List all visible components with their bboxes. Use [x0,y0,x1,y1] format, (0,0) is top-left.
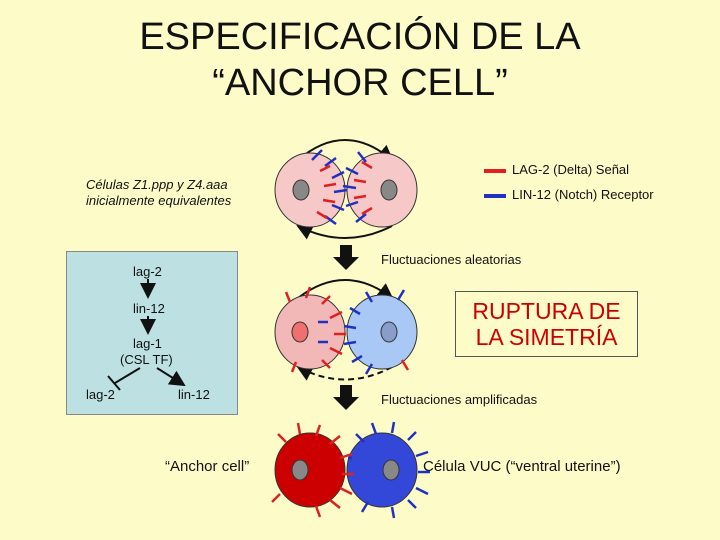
receptors [348,421,430,519]
signals-right [400,359,410,371]
pathway-arrows [107,279,186,391]
nucleus [380,179,398,201]
initial-label-line-1: Células Z1.ppp y Z4.aaa [86,177,228,192]
block-arrows [333,245,359,410]
anchor-cell-label: “Anchor cell” [165,458,250,475]
down-arrow-2 [333,385,359,410]
title-line-1: ESPECIFICACIÓN DE LA [139,16,581,58]
initial-label-line-2: inicialmente equivalentes [86,193,232,208]
nucleus [292,179,310,201]
vuc-cell [346,432,418,508]
signals [284,286,346,373]
receptor-legend-line [484,194,506,198]
signals [316,160,373,220]
anchor-cell [274,432,346,508]
pathway-lin12: lin-12 [133,301,165,316]
amplified-fluctuations-label: Fluctuaciones amplificadas [381,392,538,407]
rupture-line-1: RUPTURA DE [472,298,621,324]
rupture-line-2: LA SIMETRÍA [475,324,618,350]
nucleus [382,459,400,481]
receptors [318,289,406,375]
pathway-lag2: lag-2 [133,264,162,279]
row-equivalent [274,139,418,240]
nucleus [291,321,309,343]
row-outcome [271,421,430,519]
page-title: ESPECIFICACIÓN DE LA “ANCHOR CELL” [0,14,720,106]
signal-legend-line [484,169,506,173]
row-symmetry-breaking [274,279,418,381]
cell-left-biased [274,294,346,370]
down-arrow-1 [333,245,359,270]
receptor-legend-label: LIN-12 (Notch) Receptor [512,187,654,202]
signals [271,422,354,518]
signal-legend-label: LAG-2 (Delta) Señal [512,162,630,177]
pathway-lag1: lag-1 [133,336,162,351]
cell-left-equivalent [274,152,346,228]
title-line-2: “ANCHOR CELL” [212,62,508,104]
nucleus [291,459,309,481]
symmetry-breaking-box: RUPTURA DE LA SIMETRÍA [455,291,638,357]
pathway-csl: (CSL TF) [120,352,173,367]
initial-cells-label: Células Z1.ppp y Z4.aaa inicialmente equ… [86,177,231,209]
random-fluctuations-label: Fluctuaciones aleatorias [381,252,522,267]
pathway-lin12-bottom: lin-12 [178,387,210,402]
vuc-cell-label: Célula VUC (“ventral uterine”) [423,458,621,475]
pathway-lag2-bottom: lag-2 [86,387,115,402]
nucleus [380,321,398,343]
